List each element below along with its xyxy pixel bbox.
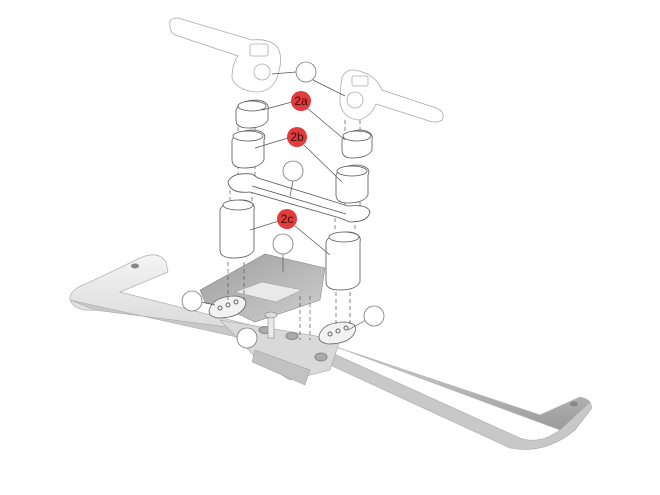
armrest-bracket-left xyxy=(169,17,281,93)
callout-2c-label: 2c xyxy=(281,212,294,226)
spacer-2a-left xyxy=(235,99,269,129)
armrest-bracket-right xyxy=(339,69,444,123)
bridge xyxy=(227,173,371,223)
callout-center-clamp xyxy=(236,327,258,349)
left-washer xyxy=(208,295,247,319)
spacer-2b-left xyxy=(231,129,266,169)
callout-2a: 2a xyxy=(291,91,311,111)
bolt xyxy=(264,311,278,339)
leader-lines xyxy=(200,71,367,331)
spacer-2b-right xyxy=(335,164,370,204)
callout-base-plate xyxy=(272,233,294,255)
callout-2b-label: 2b xyxy=(290,130,304,144)
callout-armrest-brackets xyxy=(295,61,317,83)
spacer-2c-left xyxy=(219,199,255,259)
empty-callouts xyxy=(181,61,385,349)
spacer-2c-right xyxy=(325,231,361,291)
callout-2a-label: 2a xyxy=(294,94,308,108)
callout-left-washer xyxy=(181,290,203,312)
callout-bridge xyxy=(282,160,304,182)
callout-2b: 2b xyxy=(287,127,307,147)
callout-right-washer xyxy=(363,305,385,327)
right-washer xyxy=(318,321,357,345)
spacer-2a-right xyxy=(341,129,373,159)
callout-2c: 2c xyxy=(277,209,297,229)
